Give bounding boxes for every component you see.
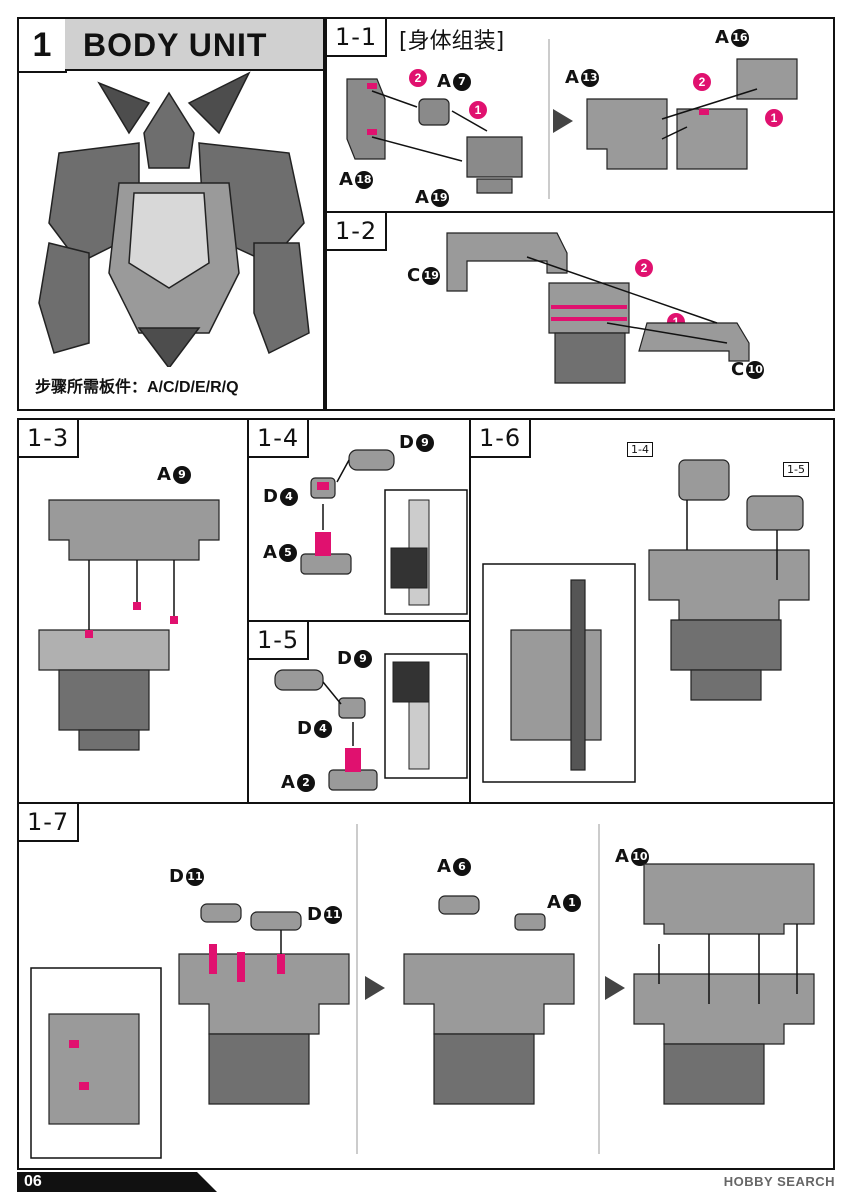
body-unit-panel: 1 BODY UNIT 步骤所需板件：A/C/D/E/R/Q bbox=[17, 17, 325, 411]
ref-tag-1-5: 1-5 bbox=[783, 462, 809, 477]
step-1-4-diagram bbox=[300, 449, 468, 615]
step-1-2-diagram bbox=[446, 232, 750, 384]
page-number: 06 bbox=[24, 1173, 42, 1190]
step-tag-1-3: 1-3 bbox=[19, 420, 80, 458]
robot-illustration bbox=[38, 71, 310, 370]
step-tag-1-2: 1-2 bbox=[327, 213, 388, 251]
step-1-3-diagram bbox=[38, 499, 220, 751]
parts-note: 步骤所需板件：A/C/D/E/R/Q bbox=[19, 367, 323, 409]
pin-1-right: 1 bbox=[765, 109, 783, 127]
watermark: HOBBY SEARCH bbox=[723, 1174, 835, 1189]
step-1-1-subtitle: [身体组装] bbox=[399, 29, 505, 54]
step-tag-1-7: 1-7 bbox=[19, 804, 80, 842]
step-1-6-diagram bbox=[482, 459, 810, 783]
step-1-5-diagram bbox=[274, 653, 468, 791]
ref-tag-1-4: 1-4 bbox=[627, 442, 653, 457]
page-number-bar bbox=[17, 1172, 217, 1192]
pin-2-left: 2 bbox=[409, 69, 427, 87]
step-1-5-panel: 1-5 D9 D4 A2 长 短 bbox=[247, 620, 471, 804]
pin-1-left: 1 bbox=[469, 101, 487, 119]
page-title: BODY UNIT bbox=[65, 19, 323, 71]
step-1-1-diagram bbox=[346, 39, 798, 199]
step-1-6-panel: 1-6 1-4 1-5 bbox=[469, 418, 835, 804]
step-tag-1-4: 1-4 bbox=[249, 420, 310, 458]
step-1-7-diagram bbox=[30, 824, 815, 1159]
step-number-box: 1 bbox=[19, 19, 67, 73]
step-tag-1-1: 1-1 bbox=[327, 19, 388, 57]
step-tag-1-5: 1-5 bbox=[249, 622, 310, 660]
pin-2-right: 2 bbox=[693, 73, 711, 91]
step-tag-1-6: 1-6 bbox=[471, 420, 532, 458]
step-1-4-panel: 1-4 D9 D4 A5 长 短 bbox=[247, 418, 471, 622]
pin-2: 2 bbox=[635, 259, 653, 277]
